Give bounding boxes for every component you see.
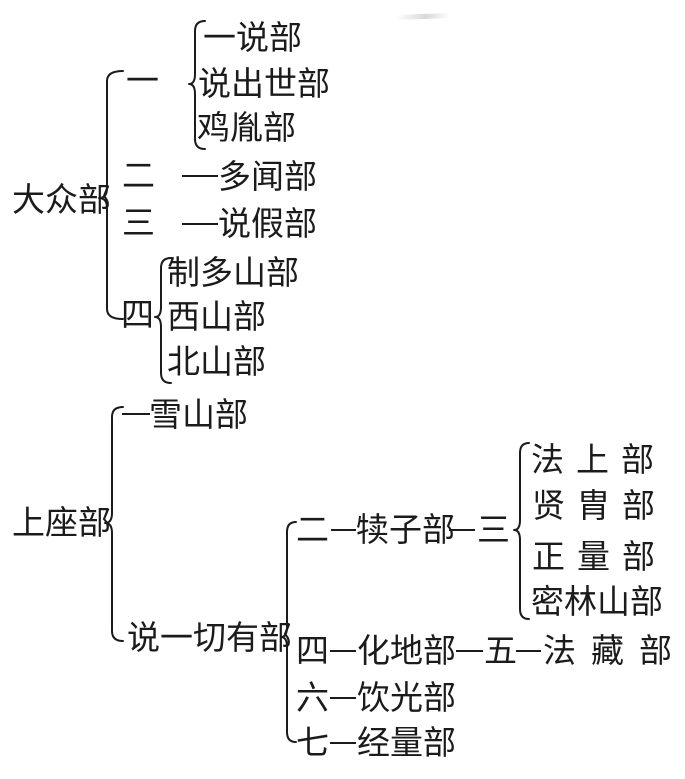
connector-line — [122, 413, 150, 415]
connector-line — [449, 529, 475, 531]
node-xishanbu: 西山部 — [167, 297, 266, 336]
branch-number-3: 三 — [122, 203, 155, 242]
node-duzibu: 犊子部 — [356, 510, 455, 549]
connector-line — [182, 175, 218, 177]
node-xianzhoubu: 贤胄部 — [532, 486, 667, 525]
brace-group-4 — [154, 257, 172, 384]
brace-group-1 — [188, 20, 206, 150]
branch-number-3b: 三 — [477, 510, 510, 549]
branch-number-5: 五 — [484, 631, 517, 670]
node-duowenbu: 多闻部 — [218, 157, 317, 196]
branch-number-4b: 四 — [296, 631, 329, 670]
node-shangzuobu: 上座部 — [12, 503, 111, 542]
node-dazhongbu: 大众部 — [12, 180, 111, 219]
node-yinguangbu: 饮光部 — [357, 678, 456, 717]
branch-number-6: 六 — [296, 678, 329, 717]
node-jingliangbu: 经量部 — [357, 723, 456, 762]
node-zhengliangbu: 正量部 — [532, 537, 667, 576]
branch-number-4: 四 — [121, 295, 154, 334]
connector-line — [330, 742, 356, 744]
brace-shangzuobu — [104, 406, 124, 642]
node-zhiduoshanbu: 制多山部 — [167, 253, 299, 292]
scan-artifact-mark — [395, 13, 451, 20]
connector-line — [182, 223, 218, 225]
node-beishanbu: 北山部 — [167, 342, 266, 381]
connector-line — [331, 529, 356, 531]
brace-shuoyiqieyoubu — [280, 521, 297, 743]
node-shuoyiqieyoubu: 说一切有部 — [127, 618, 292, 657]
node-shuojiabu: 说假部 — [218, 204, 317, 243]
branch-number-1: 一 — [126, 61, 159, 100]
connector-line — [516, 650, 541, 652]
node-shuochushibu: 说出世部 — [198, 64, 330, 103]
node-jiyinbu: 鸡胤部 — [197, 108, 296, 147]
connector-line — [330, 650, 356, 652]
branch-number-7: 七 — [296, 723, 329, 762]
node-yishuobu: 一说部 — [203, 18, 302, 57]
node-xueshanbu: 雪山部 — [149, 395, 248, 434]
node-fazangbu: 法藏部 — [543, 631, 685, 670]
brace-san — [513, 442, 530, 620]
connector-line — [456, 650, 483, 652]
connector-line — [330, 697, 356, 699]
branch-number-2b: 二 — [296, 510, 329, 549]
branch-number-2: 二 — [122, 156, 155, 195]
brace-dazhongbu — [98, 70, 124, 320]
node-fashangbu: 法上部 — [531, 440, 666, 479]
node-huadibu: 化地部 — [357, 631, 456, 670]
node-milinshanbu: 密林山部 — [531, 582, 663, 621]
